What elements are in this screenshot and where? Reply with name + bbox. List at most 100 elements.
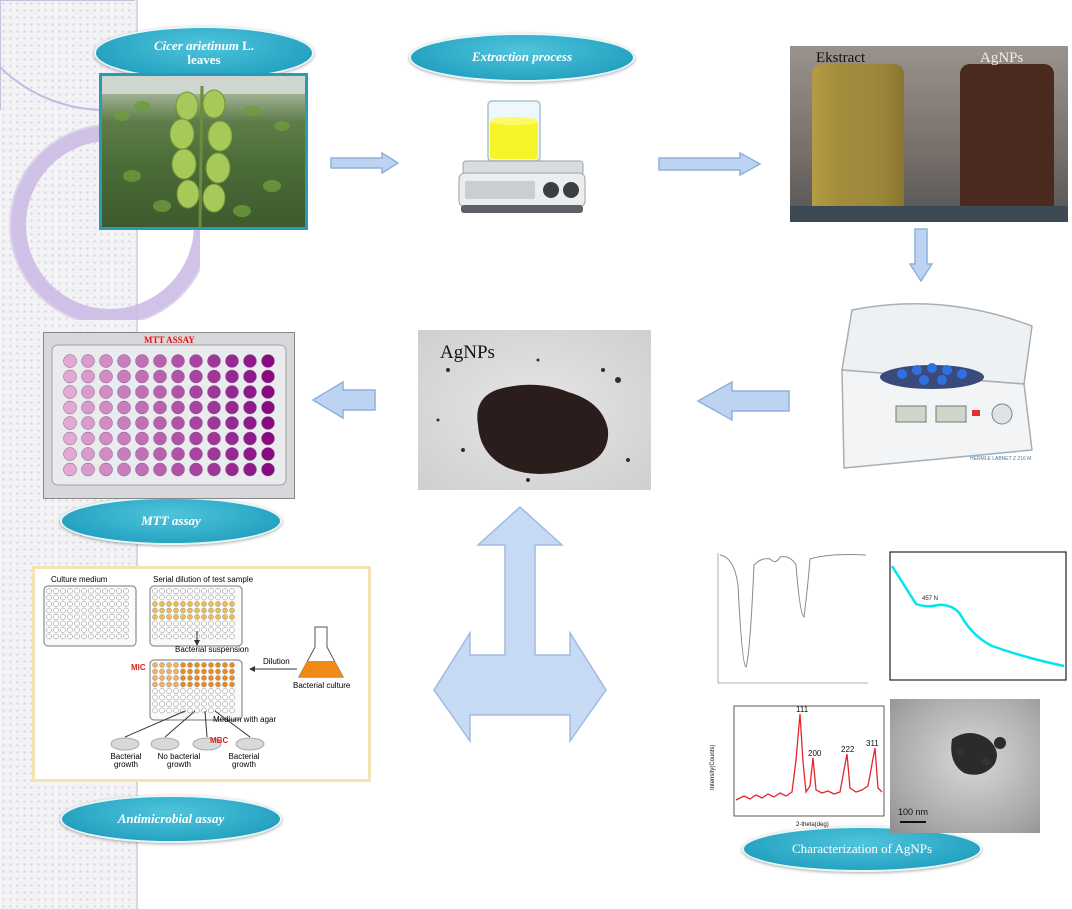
well [117, 385, 131, 399]
well [63, 385, 77, 399]
well [88, 620, 94, 627]
well [74, 614, 80, 620]
well [208, 607, 214, 614]
well [173, 627, 179, 633]
well [208, 627, 214, 633]
well [95, 633, 101, 640]
well [173, 614, 179, 620]
well [229, 707, 235, 714]
well [63, 447, 77, 461]
well [187, 675, 193, 681]
leaves-pill: Cicer arietinum L. leaves [94, 26, 314, 80]
antimicrobial-assay-panel: Culture medium Serial dilution of test s… [32, 566, 371, 782]
well [215, 614, 221, 620]
well [208, 694, 214, 701]
well [229, 601, 235, 607]
well [194, 614, 200, 620]
well [152, 607, 158, 614]
well [222, 688, 228, 694]
well [152, 662, 158, 668]
well [95, 588, 101, 594]
well [215, 594, 221, 601]
well [60, 601, 66, 607]
mtt-pill-label: MTT assay [141, 512, 201, 528]
tem-particles [900, 733, 1006, 823]
well [201, 594, 207, 601]
well [229, 668, 235, 675]
well [222, 594, 228, 601]
well [152, 588, 158, 594]
serial-dilution-label: Serial dilution of test sample [153, 575, 254, 584]
xrd-peak-222: 222 [841, 745, 855, 754]
well [81, 431, 95, 446]
xrd-peak-200: 200 [808, 749, 822, 758]
well [88, 594, 94, 601]
well [152, 627, 158, 633]
well [153, 400, 167, 415]
well [208, 620, 214, 627]
well [171, 385, 185, 399]
medium-with-agar-label: Medium with agar [213, 715, 277, 724]
well [116, 633, 122, 640]
well [180, 681, 186, 688]
well [99, 447, 113, 461]
well [88, 601, 94, 607]
well [187, 614, 193, 620]
well [225, 416, 239, 430]
well [171, 416, 185, 430]
well [208, 614, 214, 620]
well [180, 627, 186, 633]
well [201, 607, 207, 614]
leaves-title-italic: Cicer arietinum [153, 37, 239, 53]
well [60, 607, 66, 614]
well [88, 614, 94, 620]
well [187, 707, 193, 714]
well [123, 607, 129, 614]
well [208, 675, 214, 681]
well [63, 354, 77, 368]
well [102, 594, 108, 601]
well [102, 607, 108, 614]
well [189, 400, 203, 415]
well [88, 633, 94, 640]
well [53, 620, 59, 627]
well [152, 633, 158, 640]
well [95, 594, 101, 601]
well [60, 627, 66, 633]
well [152, 681, 158, 688]
well [229, 594, 235, 601]
well [194, 607, 200, 614]
well [135, 431, 149, 446]
well [201, 668, 207, 675]
well [60, 614, 66, 620]
xrd-xlabel: 2-theta(deg) [796, 822, 829, 828]
well [99, 369, 113, 384]
well [201, 627, 207, 633]
well [180, 688, 186, 694]
well [166, 607, 172, 614]
well [215, 607, 221, 614]
well [102, 627, 108, 633]
well [229, 607, 235, 614]
well [207, 416, 221, 430]
well [187, 633, 193, 640]
well [261, 385, 275, 399]
well [222, 627, 228, 633]
well [46, 633, 52, 640]
well [173, 694, 179, 701]
uvvis-spectrum: 457 N [889, 551, 1067, 681]
well [222, 588, 228, 594]
well [173, 588, 179, 594]
well [180, 607, 186, 614]
well [123, 627, 129, 633]
well [208, 662, 214, 668]
well [180, 701, 186, 707]
well [171, 447, 185, 461]
tubes-photo: Ekstract AgNPs [790, 46, 1068, 222]
well [81, 601, 87, 607]
well [229, 633, 235, 640]
well [207, 400, 221, 415]
leaves-title-rest: L. [238, 37, 255, 53]
well [208, 594, 214, 601]
well [243, 462, 257, 477]
